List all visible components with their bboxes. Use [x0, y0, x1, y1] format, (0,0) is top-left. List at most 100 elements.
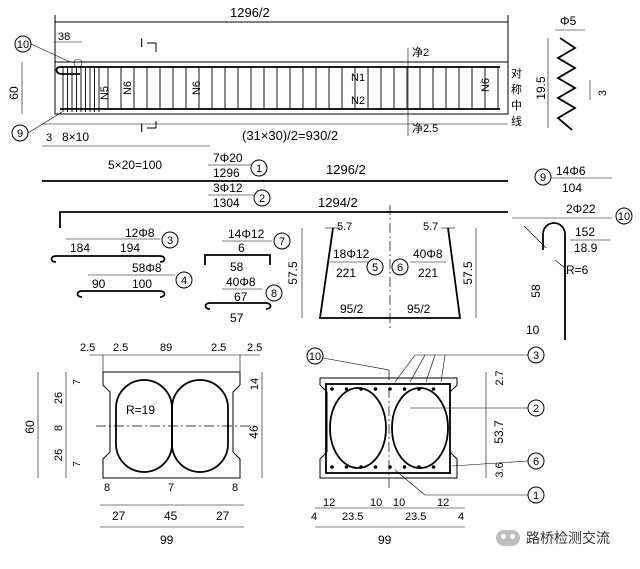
bar-8-length: 67 [234, 290, 248, 304]
section-callout-6: 6 [533, 456, 539, 468]
stirrup-half-right: 95/2 [407, 302, 431, 316]
label-n1: N1 [351, 72, 365, 84]
bottom-dim-1: 27 [112, 509, 126, 523]
callout-9-spring: 9 [540, 172, 546, 184]
overall-length-label: 1296/2 [230, 5, 270, 20]
bottom-small-1: 8 [104, 482, 110, 494]
bar-7-callout: 7 [279, 236, 285, 248]
bar-5-spec: 18Φ12 [333, 247, 370, 261]
bar-4-callout: 4 [181, 275, 187, 287]
section-left: R=19 2.5 2.5 89 2.5 2.5 60 7 26 8 26 7 1… [23, 342, 263, 547]
left-dim-3: 8 [53, 425, 65, 431]
centerline-char-1: 对 [511, 66, 522, 80]
top-dim-5: 2.5 [247, 342, 262, 354]
bottom-small-3: 8 [232, 482, 238, 494]
bar-2-line [59, 211, 508, 228]
bar-10-spec: 2Φ22 [566, 202, 596, 216]
callout-10-elev: 10 [17, 39, 29, 51]
section-mark-top: I [140, 36, 143, 50]
sr-bottom-2: 12 [323, 497, 335, 509]
section-right-dim-1: 2.7 [494, 370, 506, 385]
rebar-dot [344, 387, 349, 391]
height-60-label: 60 [7, 86, 21, 100]
rebar-dot [417, 465, 421, 469]
spring-phi-label: Φ5 [560, 14, 577, 28]
bar-2-spec: 3Φ12 [213, 181, 243, 195]
cover-top-note: 净2 [412, 45, 429, 59]
watermark-text: 路桥检测交流 [526, 530, 610, 546]
bottom-dim-2: 45 [164, 509, 178, 523]
bar-1-spec: 7Φ20 [213, 151, 243, 165]
bar-4-length: 100 [132, 277, 152, 291]
spacing-8x10-label: 8×10 [62, 130, 89, 144]
centerline-char-4: 线 [511, 114, 522, 128]
bar-1-callout: 1 [256, 163, 262, 175]
bar-6-spec: 40Φ8 [413, 247, 443, 261]
bar-10-callout: 10 [618, 211, 630, 223]
sr-bottom-6: 23.5 [405, 511, 426, 523]
bar-7-dim: 58 [230, 260, 244, 274]
bar-schedule: 7Φ20 1296 1 1296/2 3Φ12 1304 2 1294/2 12… [42, 151, 508, 325]
section-right-dim-2: 53.7 [492, 420, 506, 444]
bar-4-shape [76, 290, 166, 298]
label-n5: N5 [99, 86, 111, 100]
label-n2: N2 [351, 95, 365, 107]
bar-3-spec: 12Φ8 [125, 226, 155, 240]
rebar-dot [373, 387, 378, 391]
rebar-dot [330, 465, 334, 469]
sr-bottom-4: 10 [370, 497, 382, 509]
label-n6-a: N6 [122, 81, 134, 95]
sr-bottom-8: 4 [458, 511, 464, 523]
left-section-total: 99 [160, 533, 174, 547]
stirrup-height-left: 57.5 [286, 261, 300, 285]
rebar-dot [402, 465, 407, 469]
right-dim-14: 14 [249, 378, 261, 390]
bar-3-shape [50, 255, 166, 263]
chat-bubble-icon [496, 530, 520, 546]
top-dim-4: 2.5 [211, 342, 226, 354]
bar-8-callout: 8 [271, 288, 277, 300]
spring-height-label: 19.5 [534, 76, 548, 100]
bar-10-foot: 10 [526, 323, 540, 337]
right-section-total: 99 [378, 533, 392, 547]
callout-9-elev: 9 [17, 128, 23, 140]
left-dim-2: 26 [53, 392, 65, 404]
rebar-dot [373, 465, 378, 469]
bar-1-length: 1296 [213, 166, 240, 180]
bar-8-shape [204, 302, 272, 310]
rebar-dot [388, 387, 392, 391]
bar-10-detail: 2Φ22 10 152 18.9 R=6 58 10 [512, 202, 633, 340]
bar-3-dim: 184 [70, 241, 90, 255]
bar-4-spec: 58Φ8 [132, 261, 162, 275]
bar-10-sub: 18.9 [574, 241, 598, 255]
centerline-char-2: 称 [511, 82, 522, 96]
elevation-view: 1296/2 38 I I 60 N5 N6 N6 N6 N1 N2 净2 净2… [7, 5, 522, 172]
bar-2-span: 1294/2 [318, 195, 358, 210]
label-n6-b: N6 [191, 81, 203, 95]
bar-10-shape [542, 222, 566, 340]
bar-7-spec: 14Φ12 [228, 227, 265, 241]
bar-7-length: 6 [238, 241, 245, 255]
watermark: 路桥检测交流 [496, 528, 610, 548]
spacing-31x30-label: (31×30)/2=930/2 [242, 128, 338, 143]
bar-10-length: 152 [575, 225, 595, 239]
spring-detail: Φ5 19.5 3 9 14Φ6 104 [534, 14, 612, 195]
rebar-dot [388, 465, 392, 469]
sr-bottom-3: 23.5 [342, 511, 363, 523]
top-dim-3: 89 [160, 342, 172, 354]
rebar-dot [359, 465, 363, 469]
void-radius-label: R=19 [126, 403, 155, 417]
centerline-char-3: 中 [511, 99, 522, 112]
section-right-dim-3: 3.6 [494, 462, 506, 477]
rebar-dot [417, 387, 421, 391]
bar-2-callout: 2 [259, 193, 265, 205]
bar-8-dim: 57 [230, 311, 244, 325]
bar-6-callout: 6 [397, 262, 403, 274]
stirrup-detail: 5.7 5.7 57.5 57.5 18Φ12 221 5 6 40Φ8 221… [286, 205, 477, 330]
stirrup-height-right: 57.5 [461, 261, 475, 285]
bar-7-shape [204, 254, 271, 265]
rebar-dot [402, 387, 407, 391]
rebar-dot [359, 387, 363, 391]
bar-10-leg: 58 [529, 284, 543, 298]
stirrup-top-left: 5.7 [337, 221, 352, 233]
